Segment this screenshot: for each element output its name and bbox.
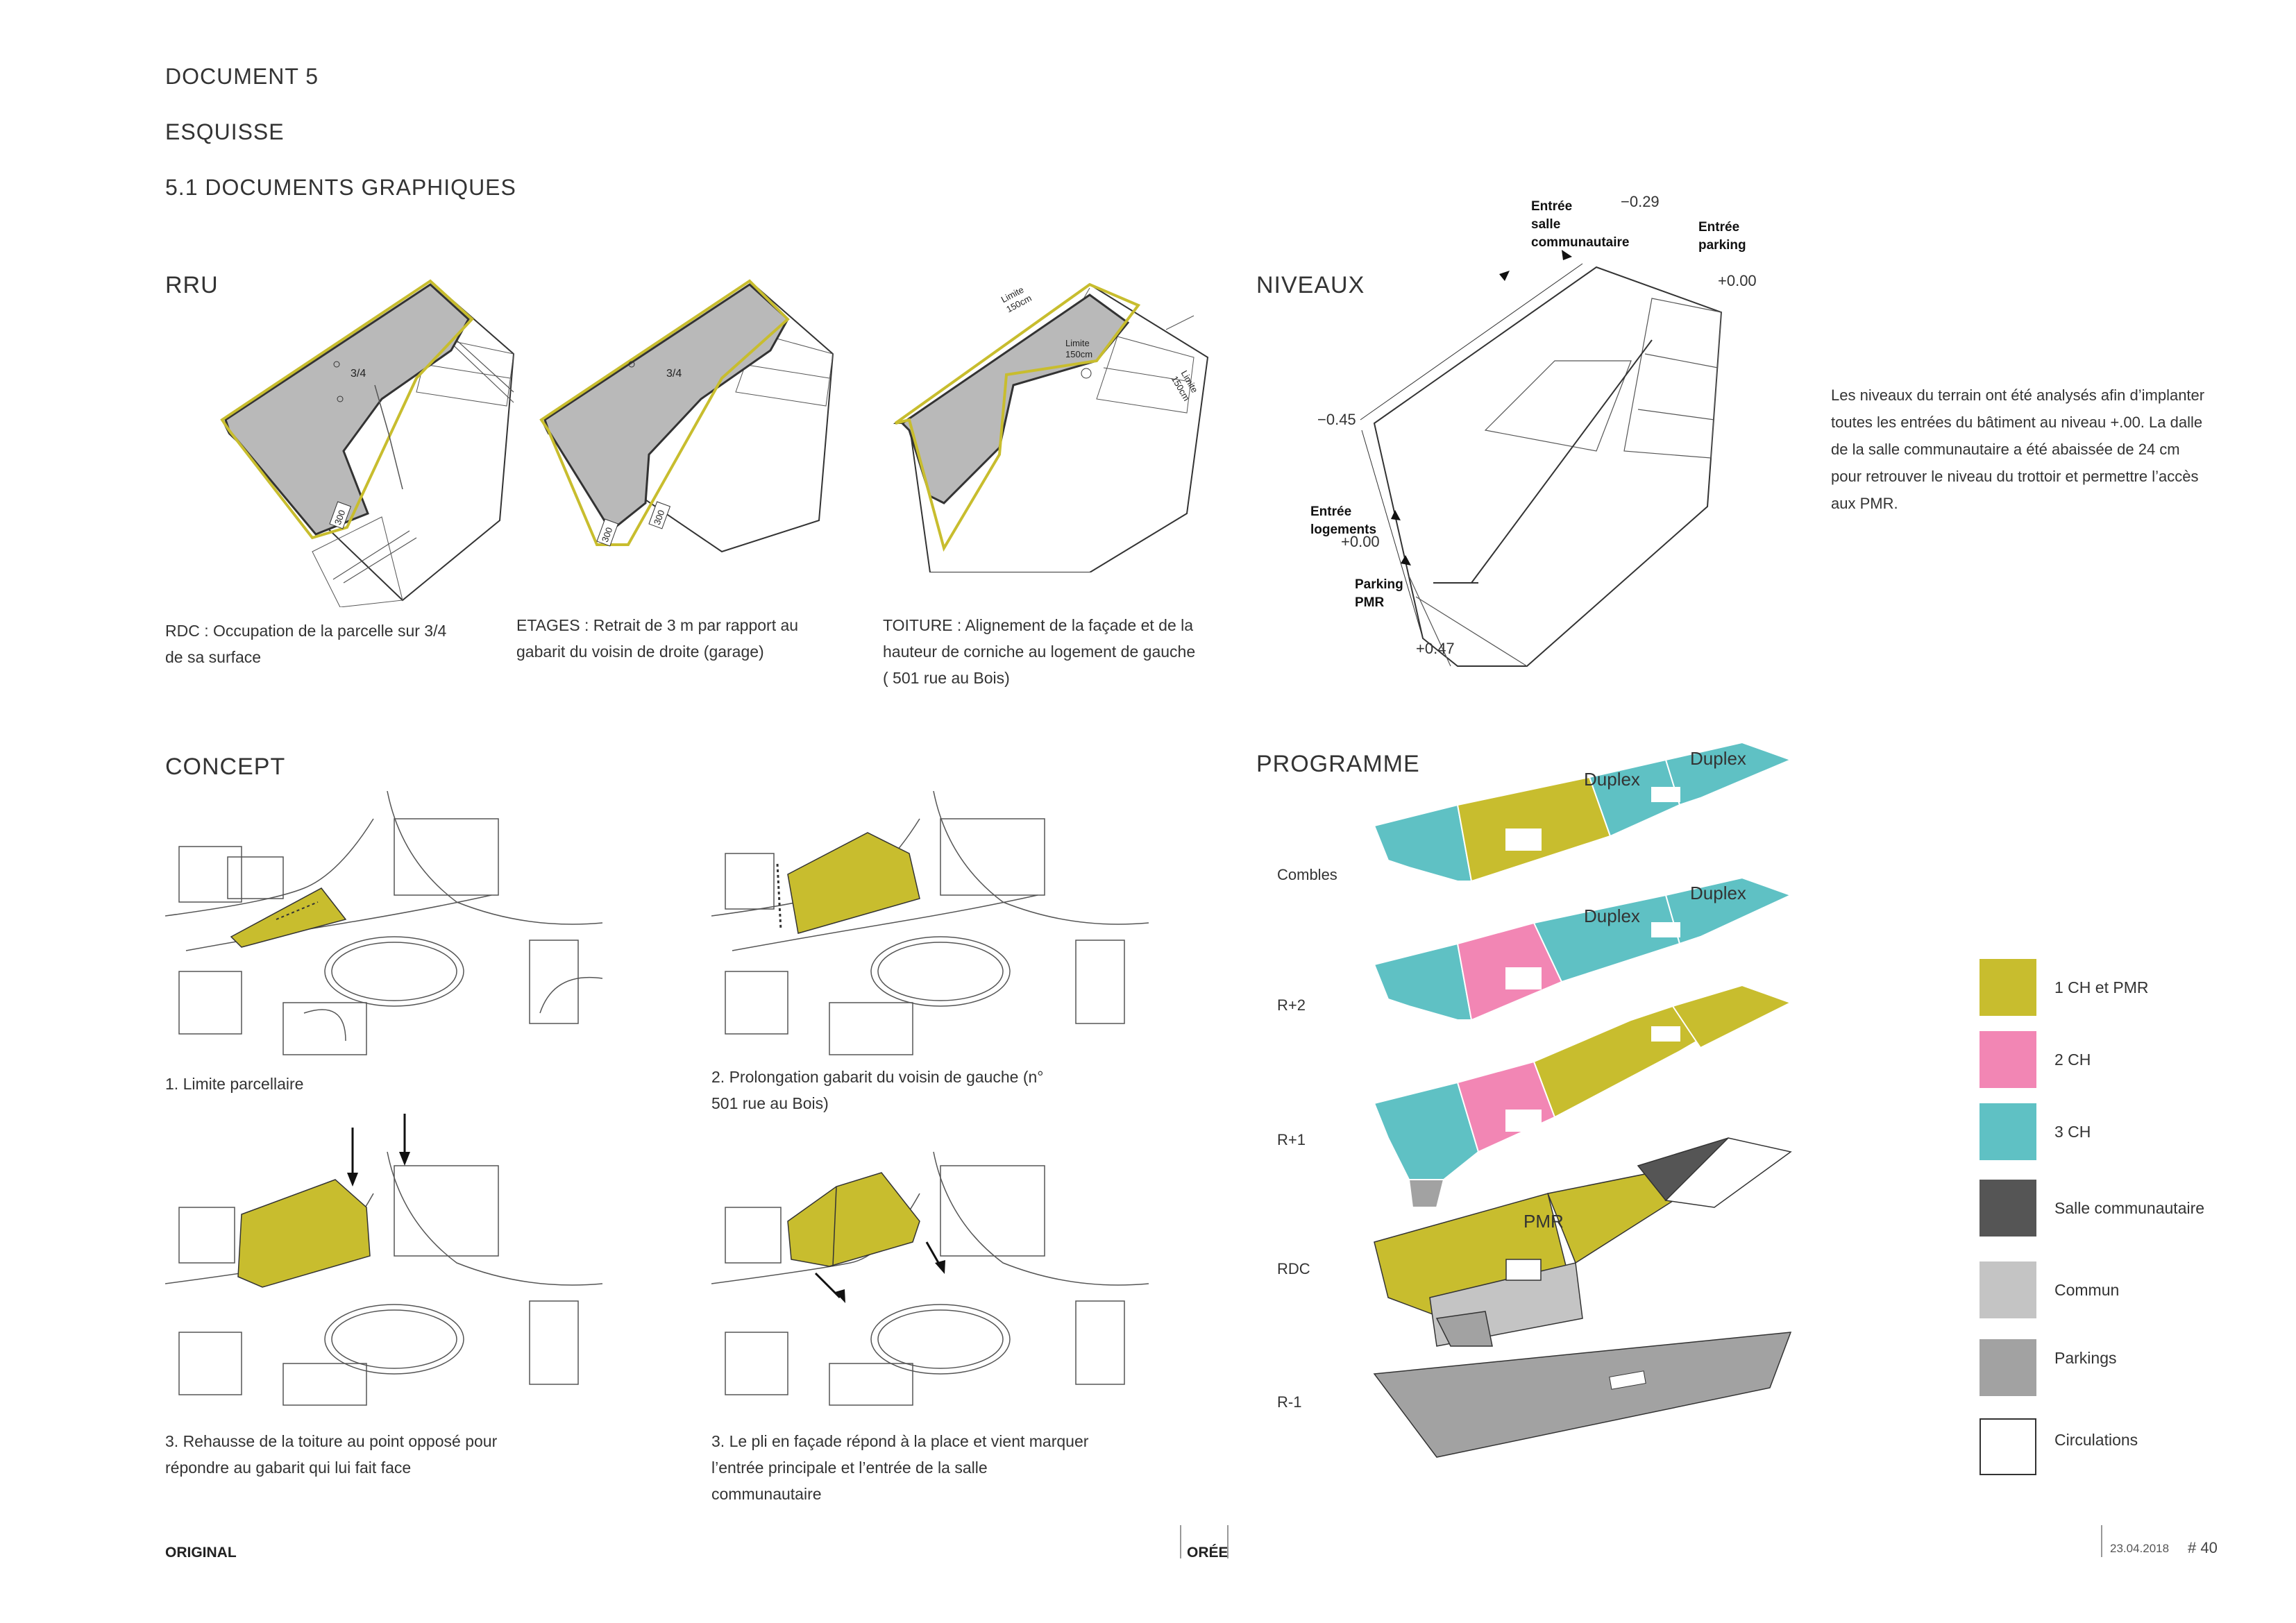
entree-parking-label: Entrée parking <box>1698 220 1746 253</box>
niveaux-description: Les niveaux du terrain ont été analysés … <box>1831 386 2205 512</box>
legend-swatch-1ch <box>1980 959 2036 1016</box>
parking-pmr-label: Parking PMR <box>1355 577 1403 610</box>
concept-caption-3: 3. Rehausse de la toiture au point oppos… <box>165 1432 498 1477</box>
footer-page-number: # 40 <box>2188 1539 2218 1556</box>
document-number: DOCUMENT 5 <box>165 64 319 89</box>
floor-label-rdc: RDC <box>1277 1260 1310 1277</box>
footer-divider-left <box>1180 1525 1181 1558</box>
floor-label-r1: R+1 <box>1277 1131 1306 1148</box>
floor-combles <box>1373 741 1793 883</box>
duplex-label-1: Duplex <box>1584 769 1640 790</box>
rru-toiture-diagram <box>893 282 1209 572</box>
legend-label-2ch: 2 CH <box>2054 1051 2091 1069</box>
legend-label-3ch: 3 CH <box>2054 1123 2091 1141</box>
legend-swatch-salle <box>1980 1180 2036 1237</box>
pmr-label: PMR <box>1523 1211 1564 1232</box>
level-minus-045: −0.45 <box>1317 411 1356 428</box>
rru-caption-rdc: RDC : Occupation de la parcelle sur 3/4 … <box>165 622 447 666</box>
duplex-label-4: Duplex <box>1690 883 1746 903</box>
footer-oree-logo: ORÉE <box>1187 1545 1229 1561</box>
concept-caption-2: 2. Prolongation gabarit du voisin de gau… <box>711 1068 1044 1112</box>
legend-swatch-circulations <box>1980 1418 2036 1475</box>
rru-caption-etages: ETAGES : Retrait de 3 m par rapport au g… <box>516 616 799 661</box>
rru-caption-toiture: TOITURE : Alignement de la façade et de … <box>883 616 1196 687</box>
document-subtitle: 5.1 DOCUMENTS GRAPHIQUES <box>165 175 516 200</box>
floor-label-r2: R+2 <box>1277 996 1306 1014</box>
duplex-label-2: Duplex <box>1690 748 1746 769</box>
rru-etages-diagram: 3/4 300 300 <box>539 279 834 553</box>
concept-sketch-3 <box>165 1114 602 1406</box>
level-plus-000-top: +0.00 <box>1718 272 1757 289</box>
floor-rdc <box>1374 1137 1792 1347</box>
concept-sketch-1 <box>165 791 602 1055</box>
concept-sketch-2 <box>711 791 1149 1055</box>
floor-r1 <box>1373 984 1793 1208</box>
concept-title: CONCEPT <box>165 754 286 780</box>
programme-axonometric <box>1373 741 1793 1458</box>
niveaux-title: NIVEAUX <box>1256 272 1365 298</box>
dim-300-label-2a: 300 <box>600 526 615 544</box>
footer-original: ORIGINAL <box>165 1545 237 1561</box>
level-plus-000-left: +0.00 <box>1341 533 1380 550</box>
footer-date: 23.04.2018 <box>2110 1542 2170 1555</box>
floor-r2 <box>1373 876 1793 1021</box>
level-plus-047: +0.47 <box>1416 640 1455 657</box>
floor-r1-minus <box>1373 1332 1792 1458</box>
duplex-label-3: Duplex <box>1584 906 1640 926</box>
niveaux-plan-diagram <box>1360 250 1723 667</box>
rru-rdc-diagram: 3/4 300 <box>220 279 515 607</box>
legend-label-1ch: 1 CH et PMR <box>2054 978 2149 996</box>
document-section: ESQUISSE <box>165 119 285 144</box>
fraction-label: 3/4 <box>351 368 366 380</box>
legend-label-parkings: Parkings <box>2054 1349 2117 1367</box>
legend-swatch-commun <box>1980 1261 2036 1318</box>
limite-label-b: Limite 150cm <box>1065 338 1093 359</box>
floor-label-r1-minus: R-1 <box>1277 1393 1302 1411</box>
concept-caption-1: 1. Limite parcellaire <box>165 1075 304 1093</box>
rru-title: RRU <box>165 272 219 298</box>
entree-salle-label: Entrée salle communautaire <box>1531 199 1630 250</box>
fraction-label-2: 3/4 <box>666 368 682 380</box>
floor-label-combles: Combles <box>1277 866 1337 883</box>
dim-300-label-2b: 300 <box>652 509 667 527</box>
legend-label-circulations: Circulations <box>2054 1431 2138 1449</box>
concept-sketch-4 <box>711 1151 1149 1406</box>
concept-caption-4: 3. Le pli en façade répond à la place et… <box>711 1432 1089 1503</box>
level-minus-029: −0.29 <box>1621 193 1660 210</box>
legend-swatch-2ch <box>1980 1031 2036 1088</box>
footer-divider-date <box>2101 1525 2102 1557</box>
legend-label-salle: Salle communautaire <box>2054 1199 2205 1217</box>
footer-divider-right <box>1227 1525 1229 1558</box>
legend-swatch-3ch <box>1980 1103 2036 1160</box>
legend-label-commun: Commun <box>2054 1281 2120 1299</box>
dim-300-label: 300 <box>332 509 348 527</box>
legend-swatch-parkings <box>1980 1339 2036 1396</box>
programme-title: PROGRAMME <box>1256 751 1420 777</box>
entree-logements-label: Entrée logements <box>1310 504 1377 537</box>
